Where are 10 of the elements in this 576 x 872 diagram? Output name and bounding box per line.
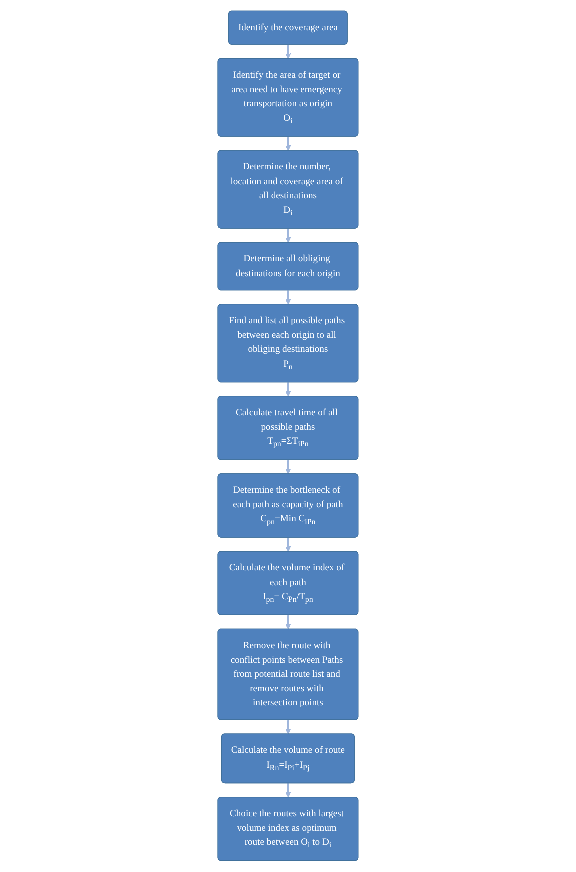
arrow — [285, 615, 291, 630]
arrow — [285, 784, 291, 798]
arrow — [285, 290, 291, 305]
arrow — [285, 720, 291, 735]
arrow — [285, 136, 291, 152]
arrow — [285, 382, 291, 397]
arrow — [285, 460, 291, 474]
arrow — [285, 538, 291, 552]
arrow — [285, 228, 291, 244]
arrow — [285, 44, 291, 60]
